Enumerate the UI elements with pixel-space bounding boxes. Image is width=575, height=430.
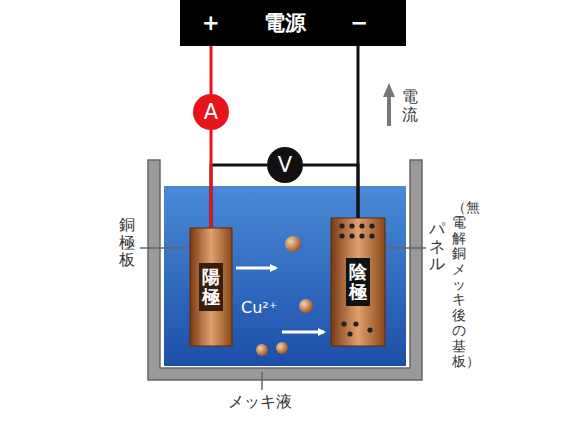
leader-line [140, 247, 188, 249]
panel-hole [359, 223, 364, 228]
leader-line [261, 372, 263, 390]
copper-ion [276, 342, 288, 354]
ammeter: A [193, 94, 229, 130]
panel-hole [369, 223, 374, 228]
panel-holes [339, 223, 374, 336]
part-label: メッキ液 [228, 392, 292, 413]
wire [357, 46, 360, 218]
tank [148, 160, 422, 380]
panel-hole [369, 233, 374, 238]
meter-symbol: A [204, 100, 218, 124]
cathode-plate [331, 218, 385, 346]
wire [210, 46, 213, 94]
plating-liquid [164, 186, 406, 366]
power-label: + [202, 11, 220, 35]
wire [210, 130, 213, 228]
current-arrow [387, 90, 391, 126]
panel-hole [339, 233, 344, 238]
meter-symbol: V [278, 153, 292, 177]
part-note: （無電解銅メッキ後の基板） [452, 200, 466, 369]
power-label: 電源 [264, 9, 306, 37]
wire [303, 165, 358, 218]
panel-hole [353, 321, 358, 326]
cathode-plate: 陰極 [331, 218, 385, 346]
current-label: 電流 [402, 88, 418, 123]
anode-plate: 陽極 [190, 228, 232, 346]
panel-hole [359, 233, 364, 238]
panel-hole [347, 331, 352, 336]
ion-label: Cu²⁺ [241, 298, 277, 317]
copper-ion [299, 299, 313, 313]
panel-hole [339, 223, 344, 228]
panel-hole [341, 321, 346, 326]
panel-hole [349, 233, 354, 238]
panel-hole [367, 327, 372, 332]
part-label: パネル [429, 220, 445, 273]
part-label: 銅極板 [119, 216, 135, 269]
electrode-label: 陽極 [199, 263, 223, 311]
ion-arrow [236, 267, 276, 270]
copper-ion [256, 344, 268, 356]
anode-plate [190, 228, 232, 346]
ion-arrow [282, 331, 324, 334]
panel-hole [349, 223, 354, 228]
voltmeter: V [267, 147, 303, 183]
wire [211, 165, 267, 228]
power-supply: + 電源 − [180, 0, 406, 46]
copper-ion [285, 236, 301, 252]
electrode-label: 陰極 [346, 258, 370, 306]
leader-line [387, 247, 426, 249]
power-label: − [350, 11, 368, 35]
